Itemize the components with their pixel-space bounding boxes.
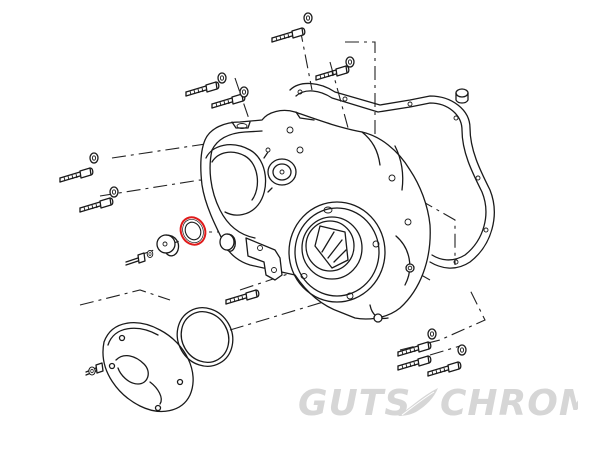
bolt-top-4 (315, 56, 355, 81)
guts-chrome-watermark: GUTS CHROME (298, 383, 578, 422)
bolt-bottom-1 (397, 328, 437, 357)
bolt-bottom-2 (397, 355, 432, 371)
primary-cover (200, 109, 431, 323)
derby-cover (102, 322, 194, 413)
derby-o-ring (176, 307, 234, 367)
bolt-left-2 (79, 186, 119, 213)
bolt-left-1 (59, 152, 99, 183)
dowel-pin (455, 88, 469, 104)
bolt-top-1 (271, 12, 313, 43)
feather-icon (398, 388, 438, 416)
bushing (219, 233, 236, 252)
bolt-bottom-3 (427, 344, 467, 377)
highlighted-o-ring (179, 216, 207, 246)
inspection-plug (156, 234, 180, 257)
cover-gasket (289, 82, 495, 269)
bolt-middle (225, 289, 260, 305)
bolt-top-3 (211, 86, 249, 109)
screw-derby (85, 362, 104, 376)
screw-plug (125, 250, 154, 266)
inspection-port (263, 147, 297, 193)
watermark-left-word: GUTS (298, 383, 411, 422)
watermark-right-word: CHROME (440, 383, 578, 422)
bolt-top-2 (185, 72, 227, 97)
